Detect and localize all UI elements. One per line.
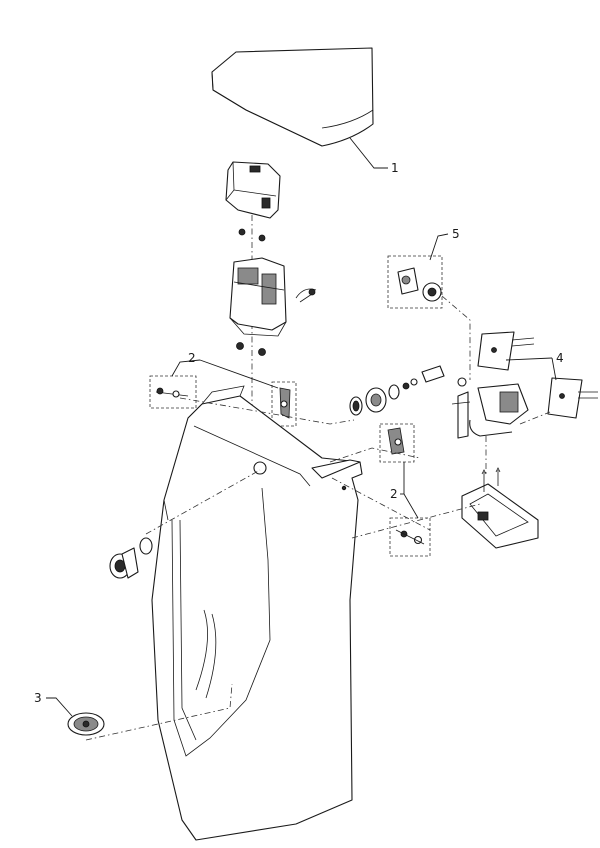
- callout-4-label: 4: [556, 351, 564, 365]
- screw-pair-upper: [238, 228, 266, 242]
- callout-2-right-label: 2: [390, 487, 398, 501]
- callout-3: 3: [34, 691, 73, 717]
- wall-bracket-upper: [477, 331, 535, 371]
- fitting-set: [387, 255, 443, 309]
- drain-flange: [461, 467, 539, 549]
- callout-2-right: 2: [390, 462, 419, 519]
- callout-5-label: 5: [452, 227, 460, 241]
- urinal-body: [151, 385, 363, 841]
- flush-button-part: [109, 537, 153, 579]
- drain-strainer-part: [67, 712, 105, 736]
- wall-bracket-lower: [547, 377, 598, 419]
- callout-5: 5: [429, 227, 460, 261]
- callout-3-label: 3: [34, 691, 42, 705]
- fastener-set-left: [149, 375, 297, 427]
- callout-4: 4: [505, 351, 564, 381]
- top-cover-part: [211, 47, 374, 147]
- fastener-set-right: [379, 423, 431, 557]
- callout-2-left-label: 2: [188, 351, 196, 365]
- solenoid-control-module: [229, 257, 317, 337]
- callout-1-label: 1: [391, 161, 399, 175]
- callout-2-left: 2: [171, 351, 279, 389]
- inlet-connector-parts: [349, 365, 467, 416]
- valve-housing-cover: [225, 161, 281, 219]
- flush-valve-assembly: [451, 383, 529, 439]
- callout-1: 1: [349, 137, 399, 175]
- screw-pair-lower: [236, 342, 266, 356]
- assembly-dash-lines: [85, 295, 551, 741]
